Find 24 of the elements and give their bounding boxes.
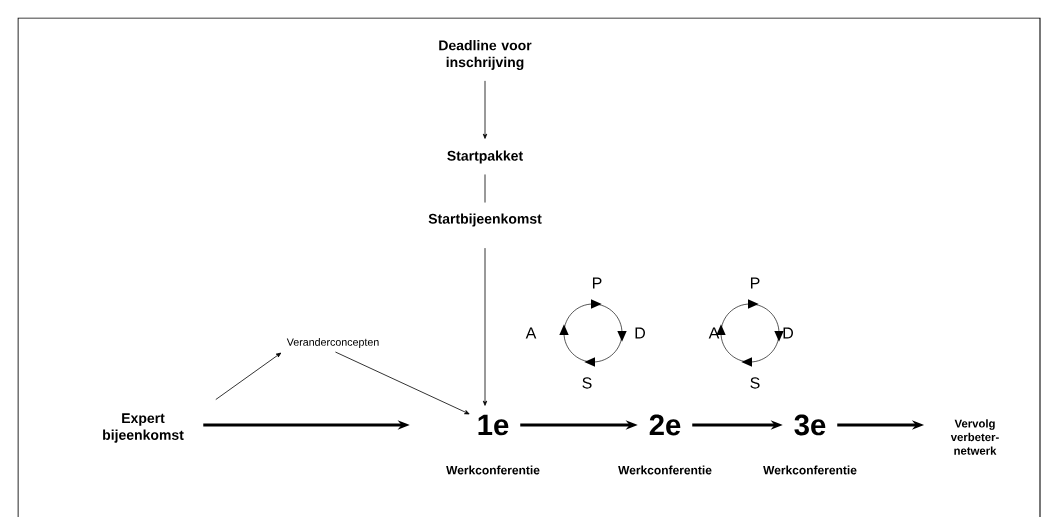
stage-caption: Werkconferentie [446, 465, 540, 475]
cycle-letter: P [751, 277, 760, 289]
stage-caption: Werkconferentie [763, 465, 857, 475]
cycle-letter: A [525, 327, 537, 339]
stage-number: 1e [478, 414, 509, 436]
node-label: Startpakket [447, 150, 523, 164]
cycle-letter: A [708, 327, 720, 339]
node-label: Deadline voor inschrijving [439, 40, 532, 70]
cycle-letter: D [635, 327, 645, 339]
arrow [482, 247, 488, 406]
cycle-letter: S [750, 377, 760, 389]
arrow [482, 80, 488, 139]
cycle-letter: P [593, 277, 602, 289]
node-label: Vervolg verbeter-netwerk [950, 419, 999, 455]
stage-number: 3e [794, 414, 826, 436]
arrow [335, 351, 470, 415]
stage-number: 2e [649, 414, 681, 436]
stage-caption: Werkconferentie [618, 465, 712, 475]
cycle-letter: D [783, 327, 793, 339]
cycle-letter: S [582, 377, 592, 389]
arrow [215, 352, 282, 400]
node-label: Expert bijeenkomst [103, 413, 184, 443]
node-label: Startbijeenkomst [428, 213, 542, 227]
node-label: Veranderconcepten [286, 338, 379, 348]
